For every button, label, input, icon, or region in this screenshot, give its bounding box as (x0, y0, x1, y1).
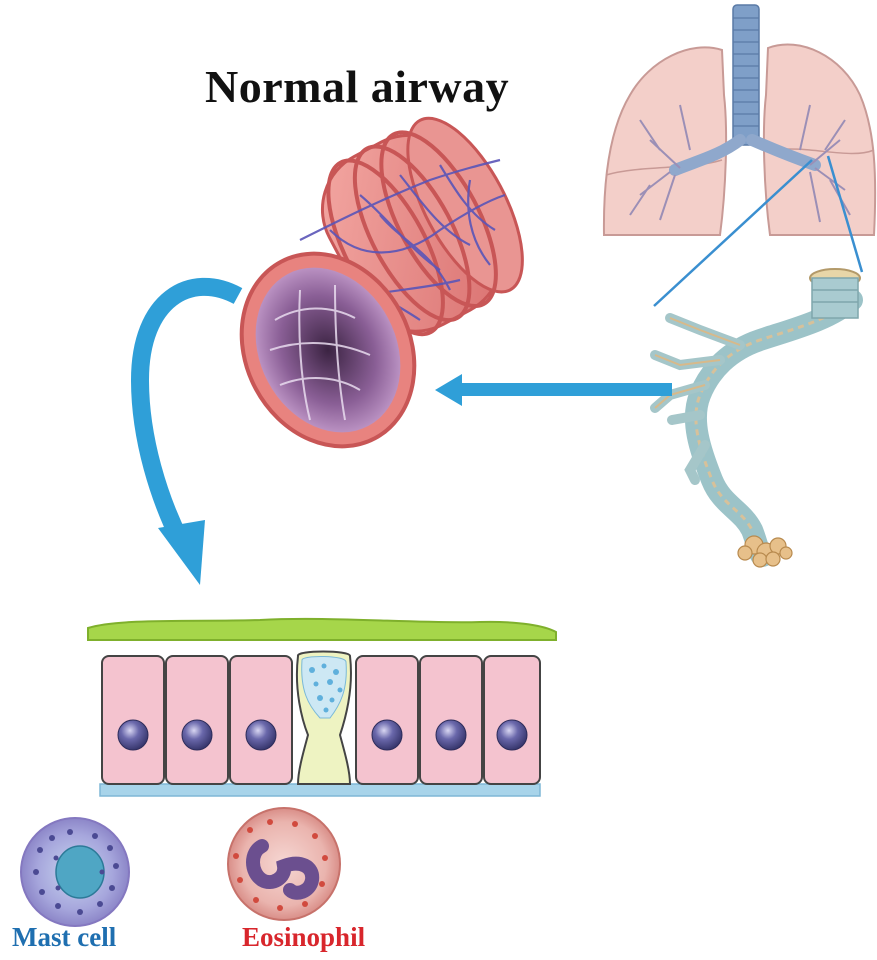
lungs-illustration (603, 0, 877, 306)
arrow-tree-to-airway (435, 374, 672, 406)
eosinophil-label: Eosinophil (242, 922, 365, 953)
eosinophil-illustration (228, 808, 340, 920)
epithelium-illustration (88, 619, 556, 796)
arrow-airway-to-epithelium (140, 287, 238, 585)
airway-tube-illustration (209, 102, 546, 477)
bronchial-tree-illustration (655, 269, 860, 567)
mast-cell-label: Mast cell (12, 922, 116, 953)
diagram-title: Normal airway (205, 60, 565, 113)
mast-cell-illustration (21, 818, 129, 926)
